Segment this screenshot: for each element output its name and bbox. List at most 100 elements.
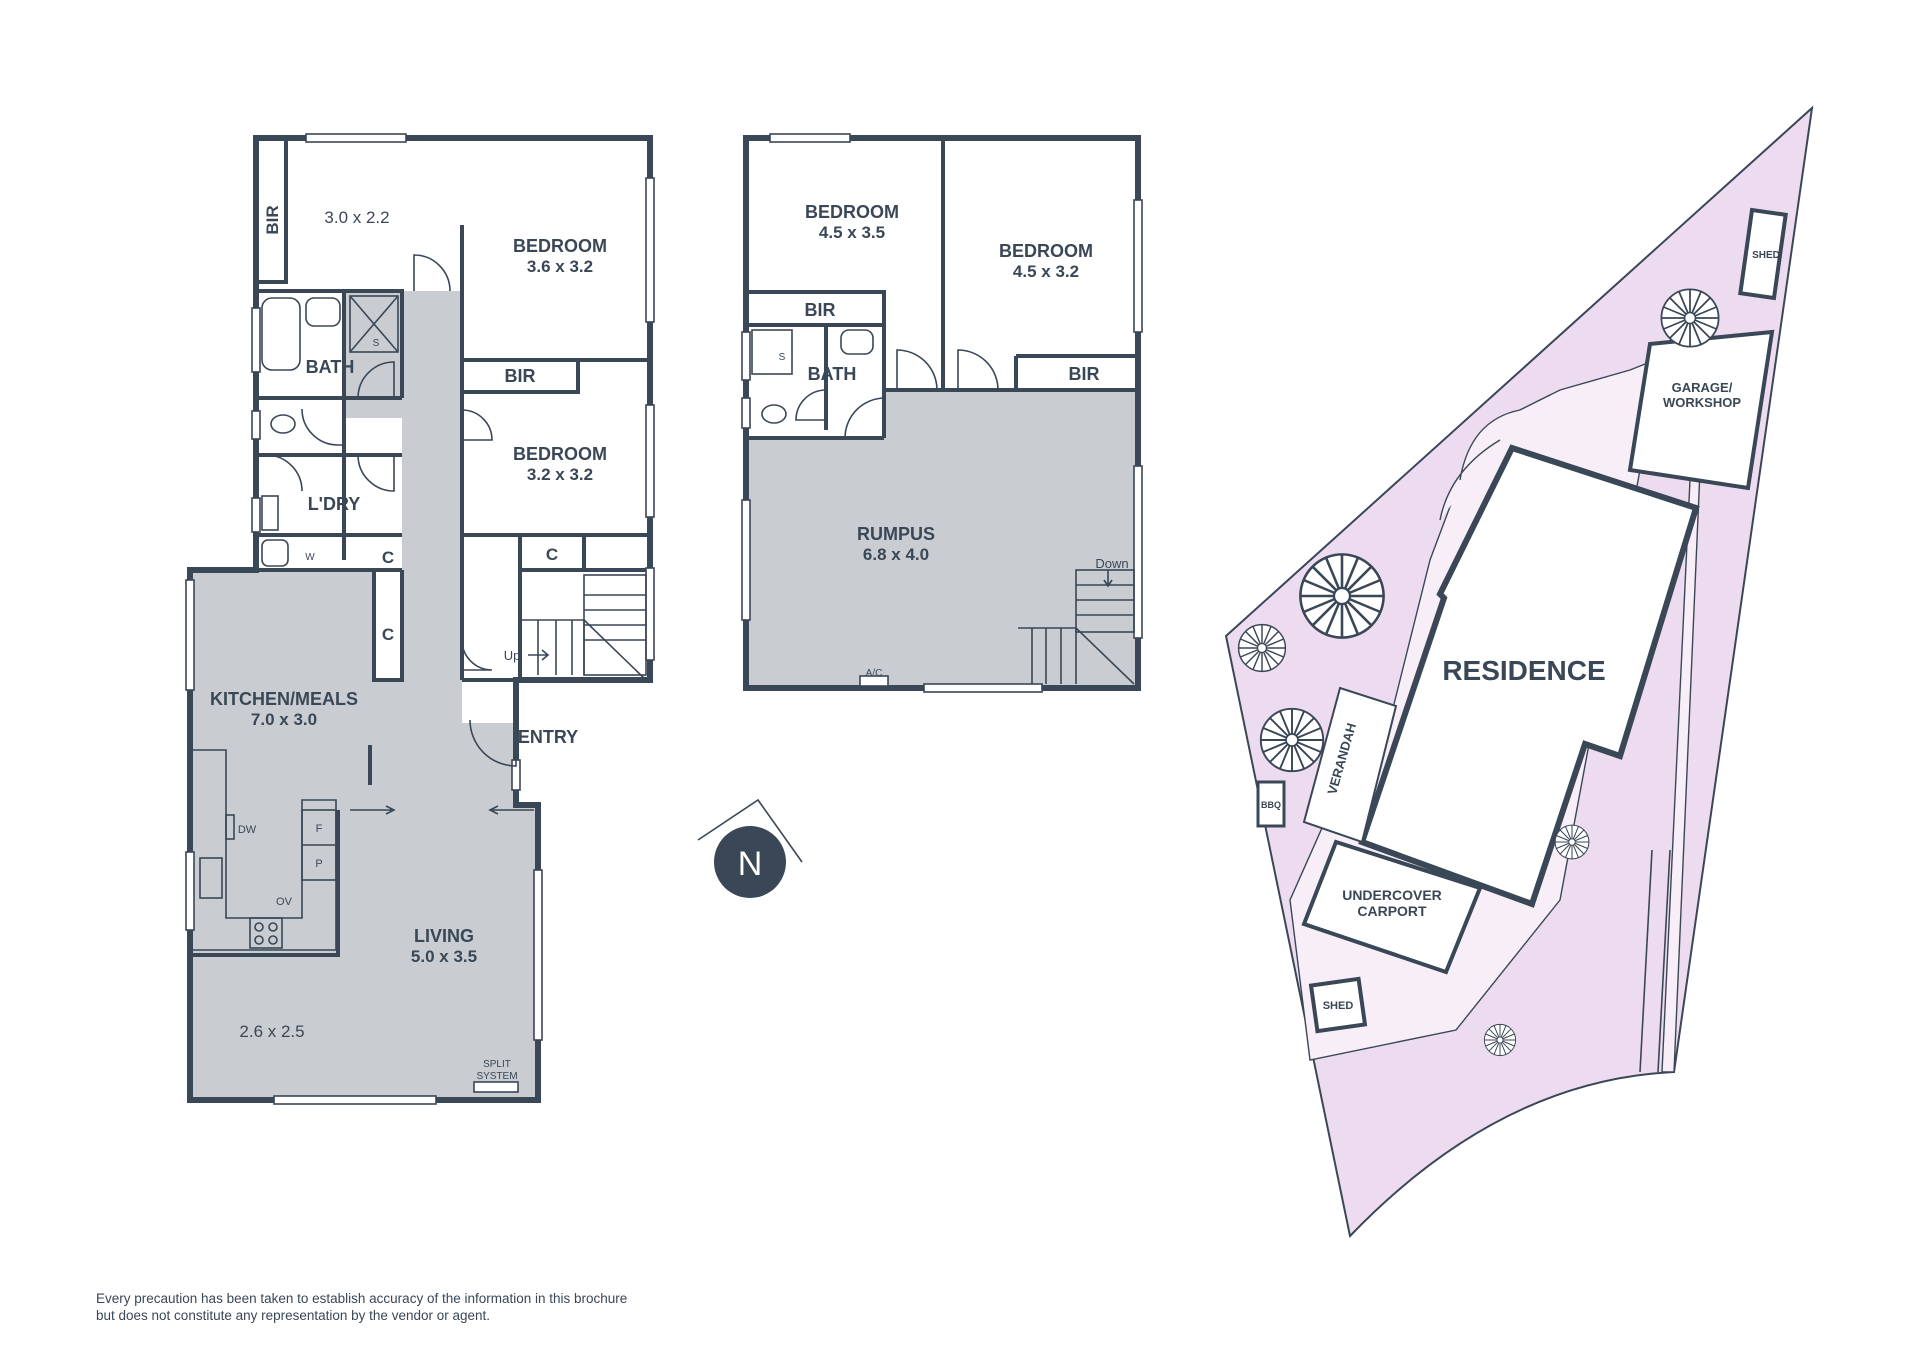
tree	[1237, 623, 1287, 673]
bir-label: BIR	[805, 300, 836, 320]
shower-label: S	[373, 338, 380, 349]
kitchen-size: 7.0 x 3.0	[251, 710, 317, 729]
window	[645, 404, 655, 518]
window	[1133, 199, 1143, 333]
residence-building	[1358, 444, 1700, 908]
window	[741, 499, 751, 621]
sink	[199, 857, 223, 899]
rumpus-size: 6.8 x 4.0	[863, 545, 929, 564]
ac-label: A/C	[866, 668, 883, 679]
tub-laundry	[261, 495, 279, 531]
door-swing	[957, 349, 999, 391]
door-swing	[844, 397, 886, 439]
garage-label: GARAGE/	[1672, 380, 1733, 395]
bbq-label: BBQ	[1261, 800, 1281, 810]
window	[185, 851, 195, 931]
window	[741, 331, 751, 381]
basin	[305, 297, 341, 327]
disclaimer-text: Every precaution has been taken to estab…	[96, 1291, 628, 1323]
door-swing	[461, 409, 493, 441]
shed	[1738, 207, 1788, 301]
shed-label: SHED	[1323, 1000, 1354, 1012]
residence-label: RESIDENCE	[1442, 655, 1605, 686]
dishwasher-label: DW	[238, 824, 257, 836]
window	[273, 1095, 437, 1105]
ground-floor-plan: BIR 3.0 x 2.2 BEDROOM 3.6 x 3.2 BATH S B…	[185, 133, 655, 1105]
split-system-label: SPLIT	[483, 1059, 511, 1070]
window	[1133, 465, 1143, 639]
toilet	[761, 404, 787, 424]
bir-wall	[256, 138, 288, 284]
verandah	[1302, 686, 1398, 844]
bbq	[1256, 780, 1286, 828]
door-swing	[357, 361, 395, 399]
window	[251, 307, 261, 373]
bathtub	[261, 297, 301, 371]
entry-label: ENTRY	[518, 727, 578, 747]
bedroom-label: BEDROOM	[999, 241, 1093, 261]
garage-workshop	[1627, 329, 1775, 491]
stairs-up-label: Up	[504, 648, 521, 663]
first-interior-walls	[746, 138, 1138, 440]
undercover-carport	[1301, 839, 1483, 975]
shed	[1308, 976, 1368, 1034]
living-wall-stub	[336, 745, 372, 955]
window	[741, 397, 751, 429]
living-size: 5.0 x 3.5	[411, 947, 477, 966]
north-compass: N	[697, 798, 803, 898]
cupboard-label: C	[382, 625, 394, 644]
laundry-label: L'DRY	[308, 494, 361, 514]
cupboard-label: C	[546, 545, 558, 564]
bedroom-label: BEDROOM	[805, 202, 899, 222]
rumpus-floor	[746, 390, 1138, 688]
bath-label: BATH	[808, 364, 857, 384]
tree	[1554, 824, 1590, 860]
bath-label: BATH	[306, 357, 355, 377]
compass-letter: N	[738, 845, 763, 883]
door-swing	[265, 454, 303, 492]
bir2-wall	[462, 358, 580, 394]
first-floor-plan: BEDROOM 4.5 x 3.5 BEDROOM 4.5 x 3.2 BIR …	[741, 133, 1143, 693]
garage-label: WORKSHOP	[1663, 395, 1741, 410]
window	[185, 579, 195, 691]
door-swing	[413, 254, 451, 292]
window	[645, 567, 655, 661]
bedroom-label: BEDROOM	[513, 444, 607, 464]
living-label: LIVING	[414, 926, 474, 946]
kitchen-label: KITCHEN/MEALS	[210, 689, 358, 709]
tree	[1299, 553, 1385, 639]
carport-label: CARPORT	[1357, 903, 1427, 919]
window	[533, 869, 543, 1041]
window	[251, 410, 261, 440]
shower	[751, 329, 793, 375]
room-size-label: 3.0 x 2.2	[324, 208, 389, 227]
door-swing	[301, 408, 344, 446]
toilet	[270, 414, 296, 434]
ground-stairs	[520, 574, 647, 681]
basin	[840, 329, 874, 355]
window	[251, 497, 261, 533]
carport-label: UNDERCOVER	[1342, 887, 1442, 903]
site-plan: RESIDENCE VERANDAH GARAGE/ WORKSHOP UNDE…	[1224, 105, 1814, 1239]
bir-label: BIR	[1069, 364, 1100, 384]
bedroom-size: 4.5 x 3.2	[1013, 262, 1079, 281]
cooktop	[249, 917, 283, 949]
tree	[1660, 288, 1720, 348]
bedroom-size: 4.5 x 3.5	[819, 223, 885, 242]
rumpus-label: RUMPUS	[857, 524, 935, 544]
door-swing	[896, 349, 938, 391]
bir-label: BIR	[505, 366, 536, 386]
first-stairs	[1018, 569, 1135, 685]
bedroom-size: 3.2 x 3.2	[527, 465, 593, 484]
window	[645, 177, 655, 323]
split-system-unit	[473, 1081, 519, 1093]
shower	[349, 295, 399, 353]
entry-door-swing	[469, 719, 517, 767]
tree	[1483, 1023, 1517, 1057]
window	[305, 133, 407, 143]
shed-label: SHED	[1752, 250, 1780, 261]
tree	[1259, 707, 1325, 773]
kitchen-living-floor	[190, 570, 538, 1100]
washer-label: W	[305, 552, 315, 563]
